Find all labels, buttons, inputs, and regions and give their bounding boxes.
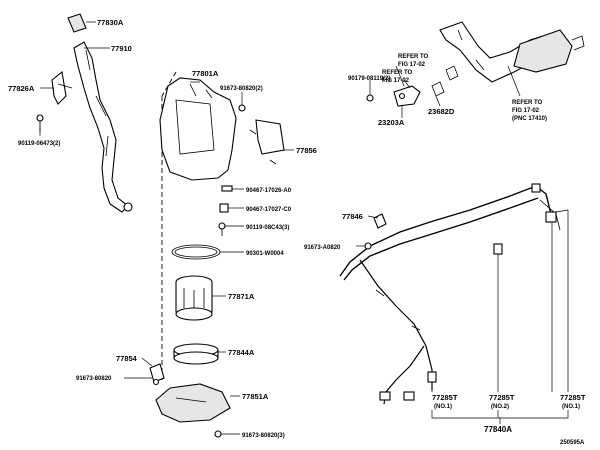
label-91673-A0820: 91673-A0820 — [304, 245, 341, 251]
label-91673-80820: 91673-80820 — [76, 376, 112, 382]
label-77871A: 77871A — [228, 292, 255, 301]
ref-fig-17-02-b-line2: FIG 17-02 — [382, 78, 410, 84]
label-23203A: 23203A — [378, 118, 405, 127]
label-90179-08119: 90179-08119(2) — [348, 76, 390, 82]
label-90119-06473: 90119-06473(2) — [18, 141, 60, 147]
filler-bracket-drawing — [51, 70, 73, 105]
ref-fig-17-02-c-line2: FIG 17-02 — [512, 108, 540, 114]
filler-neck-drawing — [73, 41, 133, 213]
label-no2: (NO.2) — [491, 404, 509, 410]
wire-harness-drawing — [339, 183, 561, 405]
label-77801A: 77801A — [192, 69, 219, 78]
screw-drawing — [214, 430, 222, 438]
exhaust-pipe-drawing — [439, 21, 585, 83]
diagram-id: 250595A — [560, 440, 585, 446]
fuel-pump-drawing — [175, 275, 213, 321]
label-77846: 77846 — [342, 212, 363, 221]
label-90467-17027: 90467-17027-C0 — [246, 207, 292, 213]
retainer-ring-drawing — [173, 343, 219, 365]
label-no1-a: (NO.1) — [434, 404, 452, 410]
label-77844A: 77844A — [228, 348, 255, 357]
label-77910: 77910 — [111, 44, 132, 53]
ref-fig-17-02-a-line1: REFER TO — [398, 54, 429, 60]
clip-drawing — [149, 363, 165, 386]
protector-plate-drawing — [155, 383, 231, 423]
label-77285T-no1-b: 77285T — [560, 393, 586, 402]
label-90119-08C43: 90119-08C43(3) — [246, 225, 289, 231]
ref-fig-17-02-c-line1: REFER TO — [512, 100, 543, 106]
ref-fig-17-02-c-line3: (PNC 17410) — [512, 116, 547, 122]
filler-cap-drawing — [67, 13, 87, 33]
label-no1-b: (NO.1) — [562, 404, 580, 410]
label-23682D: 23682D — [428, 107, 455, 116]
canister-bracket-drawing — [249, 119, 285, 165]
ref-fig-17-02-b-line1: REFER TO — [382, 70, 413, 76]
label-77854: 77854 — [116, 354, 138, 363]
label-77285T-no2: 77285T — [489, 393, 515, 402]
label-91673-80820-3: 91673-80820(3) — [242, 433, 285, 439]
label-77830A: 77830A — [97, 18, 124, 27]
label-77851A: 77851A — [242, 392, 269, 401]
sensor-bracket-drawing — [366, 65, 459, 107]
canister-drawing — [159, 77, 237, 181]
label-77285T-no1-a: 77285T — [432, 393, 458, 402]
label-90467-17026: 90467-17026-A0 — [246, 188, 292, 194]
ref-fig-17-02-a-line2: FIG 17-02 — [398, 62, 426, 68]
label-91673-80820-2: 91673-80820(2) — [220, 86, 263, 92]
gasket-ring-drawing — [171, 244, 221, 260]
label-77856: 77856 — [296, 146, 317, 155]
label-90301-W0004: 90301-W0004 — [246, 251, 284, 257]
label-77840A: 77840A — [484, 425, 512, 434]
label-77826A: 77826A — [8, 84, 35, 93]
